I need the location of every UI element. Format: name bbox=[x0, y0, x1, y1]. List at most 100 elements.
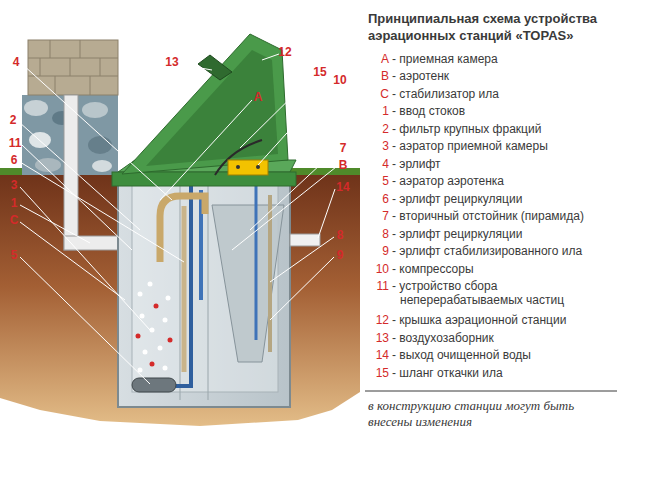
bubble bbox=[163, 318, 168, 323]
legend-key: 15 bbox=[356, 366, 389, 380]
legend-description: - приемная камера bbox=[392, 52, 622, 66]
legend-key: 12 bbox=[356, 313, 389, 327]
air-pipe bbox=[255, 185, 258, 340]
callout-number: 2 bbox=[10, 113, 17, 127]
bubble bbox=[150, 362, 155, 367]
compressor-detail bbox=[256, 165, 260, 169]
soil bbox=[0, 172, 360, 426]
stone bbox=[92, 160, 112, 172]
leader-line bbox=[240, 75, 314, 148]
callout-number: 6 bbox=[11, 153, 18, 167]
leader-lines bbox=[19, 54, 336, 384]
diagram-caption: в конструкцию станции могут быть внесены… bbox=[368, 398, 608, 430]
legend-key: 10 bbox=[356, 262, 389, 276]
callout-number: B bbox=[339, 158, 348, 172]
legend-key: 4 bbox=[356, 157, 389, 171]
leader-line bbox=[250, 150, 336, 230]
legend-key: 5 bbox=[356, 174, 389, 188]
bubble bbox=[150, 328, 155, 333]
callout-number: 1 bbox=[11, 196, 18, 210]
inlet-pipe bbox=[64, 236, 122, 250]
callout-number: 15 bbox=[313, 65, 326, 79]
leader-line bbox=[20, 205, 90, 243]
callout-number: 11 bbox=[9, 136, 22, 150]
legend-description: - крышка аэрационной станции bbox=[392, 313, 622, 327]
callout-number: C bbox=[10, 213, 19, 227]
legend-key: 11 bbox=[356, 279, 389, 293]
bubble bbox=[138, 292, 143, 297]
bubble bbox=[143, 350, 148, 355]
leader-line bbox=[160, 100, 252, 200]
legend-description: - воздухозаборник bbox=[392, 331, 622, 345]
leader-line bbox=[178, 64, 212, 70]
legend-description: - эрлифт bbox=[392, 157, 622, 171]
callout-number: 14 bbox=[336, 180, 349, 194]
legend-description: - фильтр крупных фракций bbox=[392, 122, 622, 136]
legend-description: - ввод стоков bbox=[392, 104, 622, 118]
legend-description: - аэратор аэротенка bbox=[392, 174, 622, 188]
wall-joints bbox=[28, 40, 118, 95]
leader-line bbox=[20, 222, 125, 300]
recirculation-airlift bbox=[182, 206, 187, 372]
leader-line bbox=[318, 189, 335, 238]
leader-line bbox=[20, 257, 150, 384]
settling-pyramid bbox=[212, 205, 284, 362]
air-intake bbox=[198, 55, 232, 80]
bubble bbox=[140, 314, 145, 319]
leader-line bbox=[22, 64, 172, 200]
bubble bbox=[148, 282, 153, 287]
bubble bbox=[166, 296, 171, 301]
legend-description: - стабилизатор ила bbox=[392, 87, 622, 101]
callout-number: 5 bbox=[11, 248, 18, 262]
stone bbox=[24, 100, 48, 116]
diagram-title: Принципиальная схема устройства аэрацион… bbox=[368, 10, 643, 44]
bubble bbox=[163, 366, 168, 371]
legend-description: - выход очищенной воды bbox=[392, 348, 622, 362]
legend-key: 7 bbox=[356, 209, 389, 223]
legend-key: 13 bbox=[356, 331, 389, 345]
outlet-pipe bbox=[290, 234, 320, 246]
grass bbox=[290, 168, 360, 175]
grass bbox=[0, 168, 22, 175]
callout-number: 9 bbox=[337, 248, 344, 262]
caption-rule bbox=[365, 391, 617, 392]
legend-key: 1 bbox=[356, 104, 389, 118]
lid-panel bbox=[146, 50, 278, 166]
legend-key: A bbox=[356, 52, 389, 66]
legend-description: - аэратор приемной камеры bbox=[392, 139, 622, 153]
legend-description: - шланг откачки ила bbox=[392, 366, 622, 380]
station-lid bbox=[122, 34, 288, 174]
legend-key: 9 bbox=[356, 244, 389, 258]
legend-description: - вторичный отстойник (пирамида) bbox=[392, 209, 622, 223]
legend-key: 14 bbox=[356, 348, 389, 362]
leader-line bbox=[270, 257, 334, 320]
bubble bbox=[136, 334, 141, 339]
callout-number: 7 bbox=[340, 141, 347, 155]
bubble bbox=[154, 304, 159, 309]
partition bbox=[180, 186, 181, 400]
bubble bbox=[168, 338, 173, 343]
legend-key: C bbox=[356, 87, 389, 101]
leader-line bbox=[22, 145, 132, 250]
leader-line bbox=[20, 187, 150, 330]
legend-description: - эрлифт стабилизированного ила bbox=[392, 244, 622, 258]
callout-number: 8 bbox=[337, 228, 344, 242]
legend-key: 8 bbox=[356, 227, 389, 241]
callout-number: 12 bbox=[278, 45, 291, 59]
legend-description: - эрлифт рециркуляции bbox=[392, 227, 622, 241]
air-bubbles bbox=[136, 282, 173, 373]
compressor-detail bbox=[236, 165, 240, 169]
legend-description: - эрлифт рециркуляции bbox=[392, 192, 622, 206]
legend-key: B bbox=[356, 69, 389, 83]
callout-number: 3 bbox=[11, 178, 18, 192]
stone-wall bbox=[28, 40, 118, 95]
legend-key: 2 bbox=[356, 122, 389, 136]
stone bbox=[88, 136, 112, 154]
leader-line bbox=[232, 167, 336, 250]
callout-number: 13 bbox=[165, 55, 178, 69]
leader-line bbox=[262, 54, 279, 60]
legend-description: - аэротенк bbox=[392, 69, 622, 83]
leader-line bbox=[258, 82, 333, 165]
legend-description: - компрессоры bbox=[392, 262, 622, 276]
